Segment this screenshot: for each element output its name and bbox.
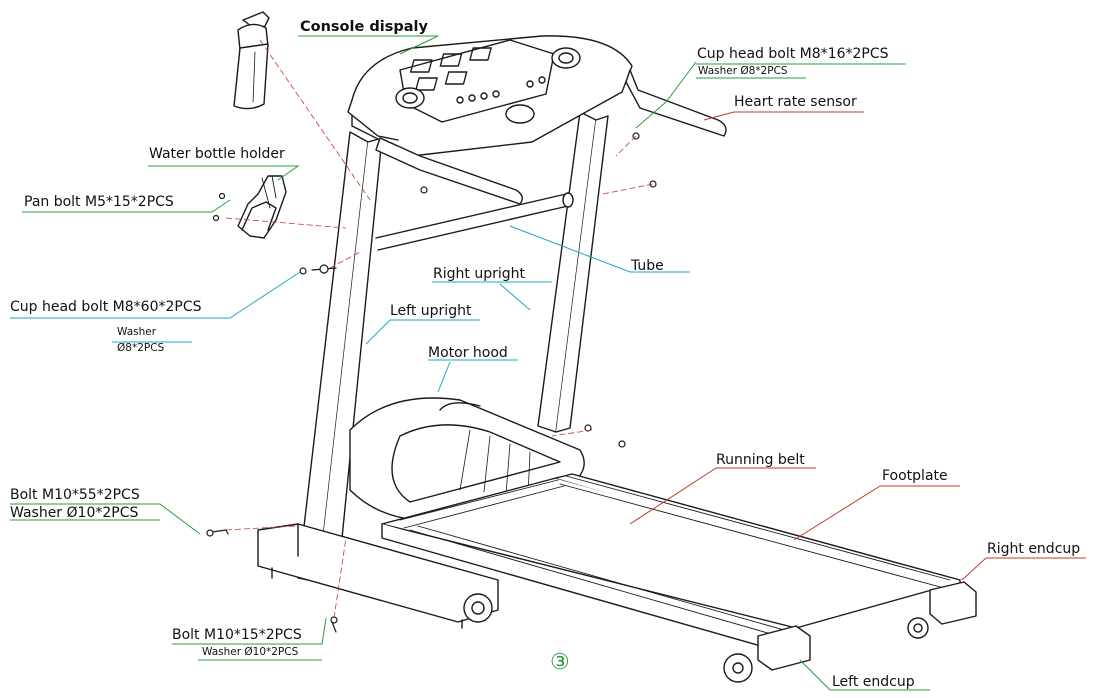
label-washer-m10-15: Washer Ø10*2PCS	[202, 646, 299, 658]
tube-part	[375, 193, 572, 251]
label-cup-head-bolt-m8-60: Cup head bolt M8*60*2PCS	[10, 299, 202, 315]
label-footplate: Footplate	[882, 468, 948, 484]
label-right-upright: Right upright	[433, 266, 525, 282]
water-bottle	[233, 11, 270, 110]
label-left-endcup: Left endcup	[832, 674, 915, 690]
label-cup-head-bolt-m8-16: Cup head bolt M8*16*2PCS	[697, 46, 889, 62]
console-part	[347, 35, 727, 205]
label-right-endcup: Right endcup	[987, 541, 1081, 557]
label-tube: Tube	[631, 258, 664, 274]
bottle-holder-part	[237, 175, 287, 239]
bolts	[206, 132, 657, 633]
step-number: ③	[550, 650, 570, 675]
label-pan-bolt: Pan bolt M5*15*2PCS	[24, 194, 174, 210]
label-washer-m8-top: Washer Ø8*2PCS	[698, 65, 788, 77]
label-heart-rate-sensor: Heart rate sensor	[734, 94, 857, 110]
label-console-display: Console dispaly	[300, 19, 428, 35]
label-bolt-m10-15: Bolt M10*15*2PCS	[172, 627, 302, 643]
running-deck	[381, 473, 977, 683]
label-motor-hood: Motor hood	[428, 345, 508, 361]
label-washer-m8-line2: Ø8*2PCS	[117, 342, 165, 354]
label-running-belt: Running belt	[716, 452, 805, 468]
label-left-upright: Left upright	[390, 303, 472, 319]
label-washer-m10-55: Washer Ø10*2PCS	[10, 505, 139, 521]
label-washer-m8-line1: Washer	[117, 326, 157, 338]
label-water-bottle-holder: Water bottle holder	[149, 146, 285, 162]
label-bolt-m10-55: Bolt M10*55*2PCS	[10, 487, 140, 503]
